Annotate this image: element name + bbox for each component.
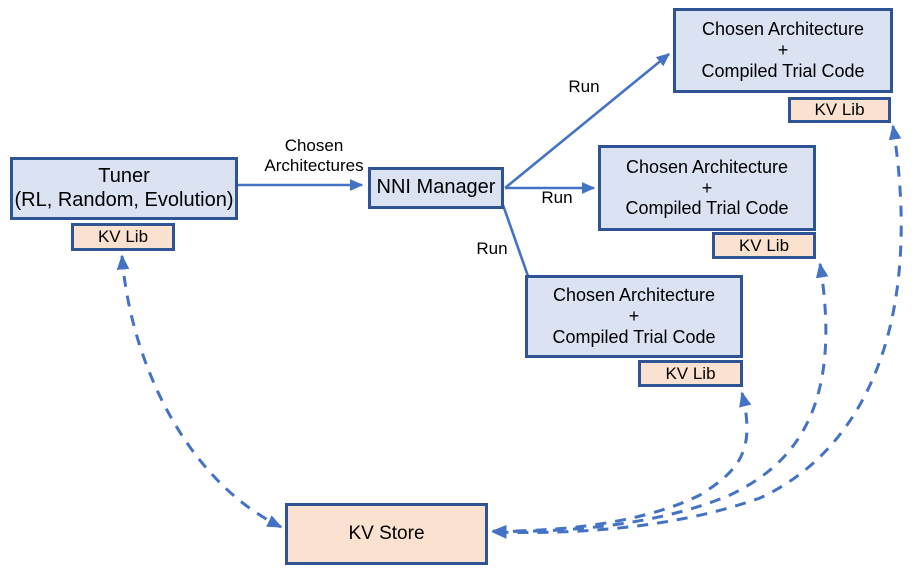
node-trial-2[interactable]: Chosen Architecture + Compiled Trial Cod… bbox=[598, 145, 816, 231]
node-trial-1[interactable]: Chosen Architecture + Compiled Trial Cod… bbox=[673, 8, 893, 93]
node-tuner-kv-lib-label: KV Lib bbox=[97, 227, 149, 247]
node-trial-1-kv-lib[interactable]: KV Lib bbox=[788, 97, 891, 123]
edge-label-chosen-architectures: Chosen Architectures bbox=[264, 136, 364, 176]
edge-kvstore-to-tuner-kvlib bbox=[116, 254, 283, 529]
edge-label-run-trial-3: Run bbox=[476, 239, 508, 258]
node-tuner[interactable]: Tuner (RL, Random, Evolution) bbox=[10, 157, 238, 220]
node-kv-store[interactable]: KV Store bbox=[285, 503, 488, 565]
node-trial-1-label: Chosen Architecture + Compiled Trial Cod… bbox=[701, 19, 865, 81]
node-trial-3[interactable]: Chosen Architecture + Compiled Trial Cod… bbox=[525, 275, 743, 358]
node-kv-store-label: KV Store bbox=[348, 522, 425, 544]
node-trial-2-kv-lib-label: KV Lib bbox=[738, 235, 790, 255]
edge-label-run-trial-2: Run bbox=[541, 188, 573, 207]
node-trial-3-kv-lib-label: KV Lib bbox=[665, 363, 716, 383]
node-tuner-label: Tuner (RL, Random, Evolution) bbox=[14, 165, 234, 211]
node-trial-3-label: Chosen Architecture + Compiled Trial Cod… bbox=[552, 285, 716, 347]
node-trial-1-kv-lib-label: KV Lib bbox=[814, 100, 865, 120]
node-trial-3-kv-lib[interactable]: KV Lib bbox=[638, 360, 743, 387]
node-nni-manager-label: NNI Manager bbox=[376, 176, 496, 199]
node-nni-manager[interactable]: NNI Manager bbox=[368, 167, 504, 209]
edge-label-run-trial-1: Run bbox=[568, 77, 600, 96]
node-tuner-kv-lib[interactable]: KV Lib bbox=[71, 223, 175, 251]
edge-kvstore-to-trial3-kvlib bbox=[491, 391, 752, 538]
node-trial-2-kv-lib[interactable]: KV Lib bbox=[712, 232, 816, 259]
node-trial-2-label: Chosen Architecture + Compiled Trial Cod… bbox=[625, 156, 789, 219]
